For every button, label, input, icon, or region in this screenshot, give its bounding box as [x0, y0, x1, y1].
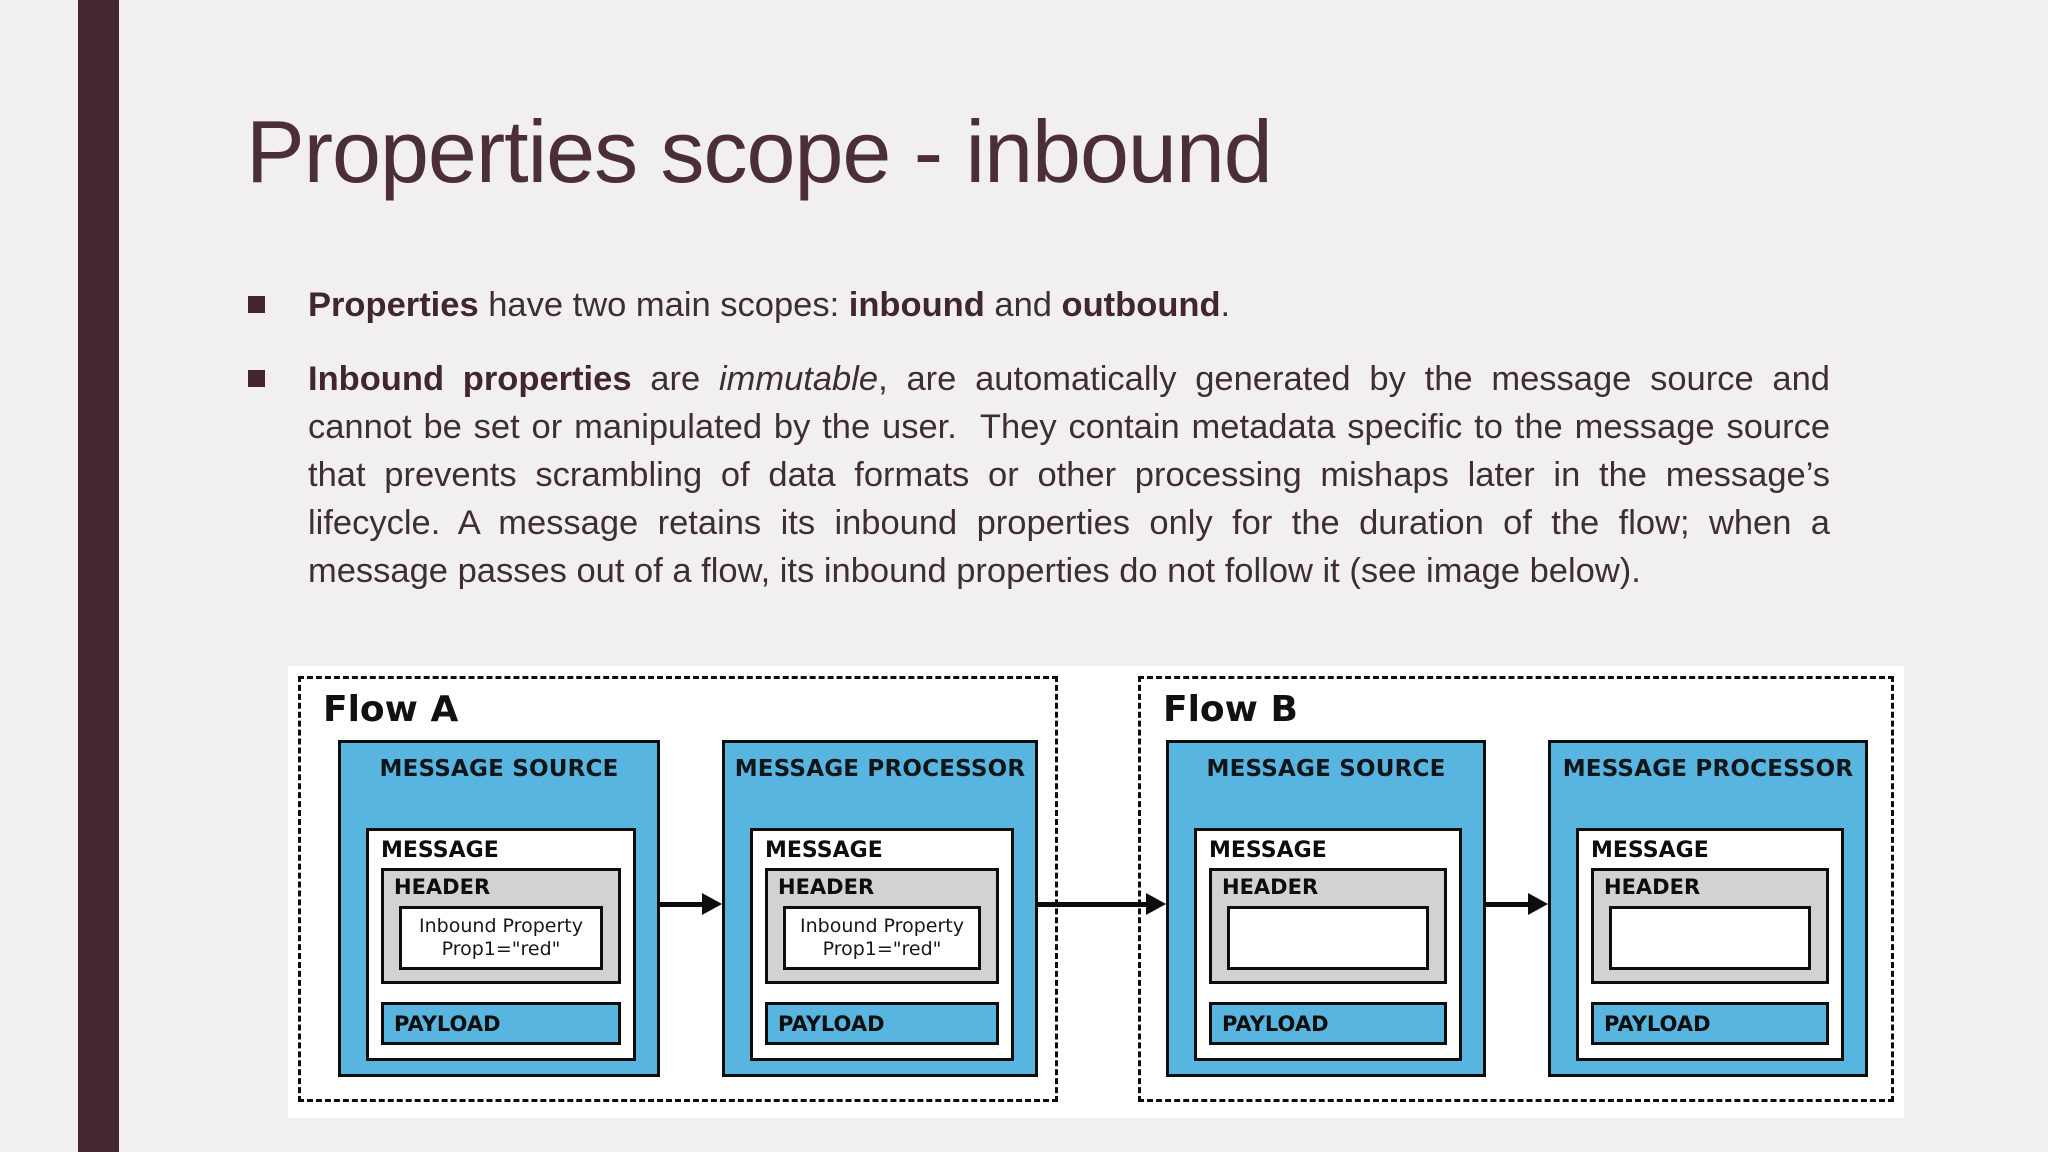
bullet-1-seg: and	[984, 286, 1062, 324]
flow-a-message-processor-box: MESSAGE PROCESSOR MESSAGE HEADER Inbound…	[722, 740, 1038, 1077]
inbound-property-box: Inbound Property Prop1="red"	[783, 906, 981, 970]
payload-label: PAYLOAD	[778, 1011, 885, 1036]
property-line: Inbound Property	[419, 915, 583, 937]
bullet-square-icon	[248, 370, 265, 387]
bullet-1-seg-bold: Properties	[308, 286, 479, 324]
message-label: MESSAGE	[765, 838, 883, 863]
flow-diagram: Flow A Flow B MESSAGE SOURCE MESSAGE HEA…	[288, 666, 1904, 1118]
header-box: HEADER Inbound Property Prop1="red"	[765, 868, 999, 984]
arrow-head	[702, 893, 722, 915]
arrow-head	[1146, 893, 1166, 915]
flow-b-message-source-box: MESSAGE SOURCE MESSAGE HEADER PAYLOAD	[1166, 740, 1486, 1077]
flow-b-message-processor-box: MESSAGE PROCESSOR MESSAGE HEADER PAYLOAD	[1548, 740, 1868, 1077]
message-label: MESSAGE	[1209, 838, 1327, 863]
bullet-2-text: Inbound properties are immutable, are au…	[308, 355, 1830, 595]
message-box: MESSAGE HEADER PAYLOAD	[1194, 828, 1462, 1061]
property-line: Prop1="red"	[441, 938, 561, 960]
bullet-1-text: Properties have two main scopes: inbound…	[308, 281, 1830, 329]
header-label: HEADER	[1604, 875, 1701, 899]
flow-b-label: Flow B	[1163, 689, 1298, 730]
property-line: Prop1="red"	[822, 938, 942, 960]
property-line: Inbound Property	[800, 915, 964, 937]
payload-label: PAYLOAD	[1604, 1011, 1711, 1036]
flow-a-label: Flow A	[323, 689, 459, 730]
left-accent-bar	[78, 0, 119, 1152]
bullet-2-seg-bold: Inbound properties	[308, 360, 632, 398]
flow-arrow-icon	[660, 892, 722, 916]
bullet-2-seg-italic: immutable	[718, 360, 879, 398]
flow-arrow-icon	[1038, 892, 1166, 916]
bullet-1-seg-bold: inbound	[848, 286, 985, 324]
message-box: MESSAGE HEADER Inbound Property Prop1="r…	[750, 828, 1014, 1061]
bullet-1-seg-bold: outbound	[1061, 286, 1221, 324]
payload-label: PAYLOAD	[1222, 1011, 1329, 1036]
bullet-item-1: Properties have two main scopes: inbound…	[248, 281, 1830, 329]
payload-label: PAYLOAD	[394, 1011, 501, 1036]
header-label: HEADER	[394, 875, 491, 899]
message-box: MESSAGE HEADER Inbound Property Prop1="r…	[366, 828, 636, 1061]
message-box: MESSAGE HEADER PAYLOAD	[1576, 828, 1844, 1061]
header-label: HEADER	[1222, 875, 1319, 899]
arrow-shaft	[660, 902, 708, 907]
payload-box: PAYLOAD	[765, 1002, 999, 1045]
bullet-item-2: Inbound properties are immutable, are au…	[248, 355, 1830, 595]
bullet-square-icon	[248, 296, 265, 313]
arrow-shaft	[1486, 902, 1534, 907]
empty-property-box	[1227, 906, 1429, 970]
unit-title: MESSAGE SOURCE	[1206, 756, 1446, 782]
header-box: HEADER Inbound Property Prop1="red"	[381, 868, 621, 984]
empty-property-box	[1609, 906, 1811, 970]
bullet-2-seg: , are automatically generated by the mes…	[308, 360, 1840, 590]
bullet-2-seg: are	[631, 360, 719, 398]
payload-box: PAYLOAD	[1591, 1002, 1829, 1045]
slide-title: Properties scope - inbound	[246, 102, 1273, 201]
payload-box: PAYLOAD	[1209, 1002, 1447, 1045]
bullet-1-seg: .	[1220, 286, 1231, 324]
flow-arrow-icon	[1486, 892, 1548, 916]
payload-box: PAYLOAD	[381, 1002, 621, 1045]
header-box: HEADER	[1591, 868, 1829, 984]
inbound-property-box: Inbound Property Prop1="red"	[399, 906, 603, 970]
bullet-1-seg: have two main scopes:	[478, 286, 849, 324]
unit-title: MESSAGE SOURCE	[379, 756, 619, 782]
message-label: MESSAGE	[381, 838, 499, 863]
arrow-shaft	[1038, 902, 1152, 907]
header-label: HEADER	[778, 875, 875, 899]
header-box: HEADER	[1209, 868, 1447, 984]
arrow-head	[1528, 893, 1548, 915]
unit-title: MESSAGE PROCESSOR	[734, 756, 1026, 782]
flow-a-message-source-box: MESSAGE SOURCE MESSAGE HEADER Inbound Pr…	[338, 740, 660, 1077]
message-label: MESSAGE	[1591, 838, 1709, 863]
unit-title: MESSAGE PROCESSOR	[1562, 756, 1854, 782]
